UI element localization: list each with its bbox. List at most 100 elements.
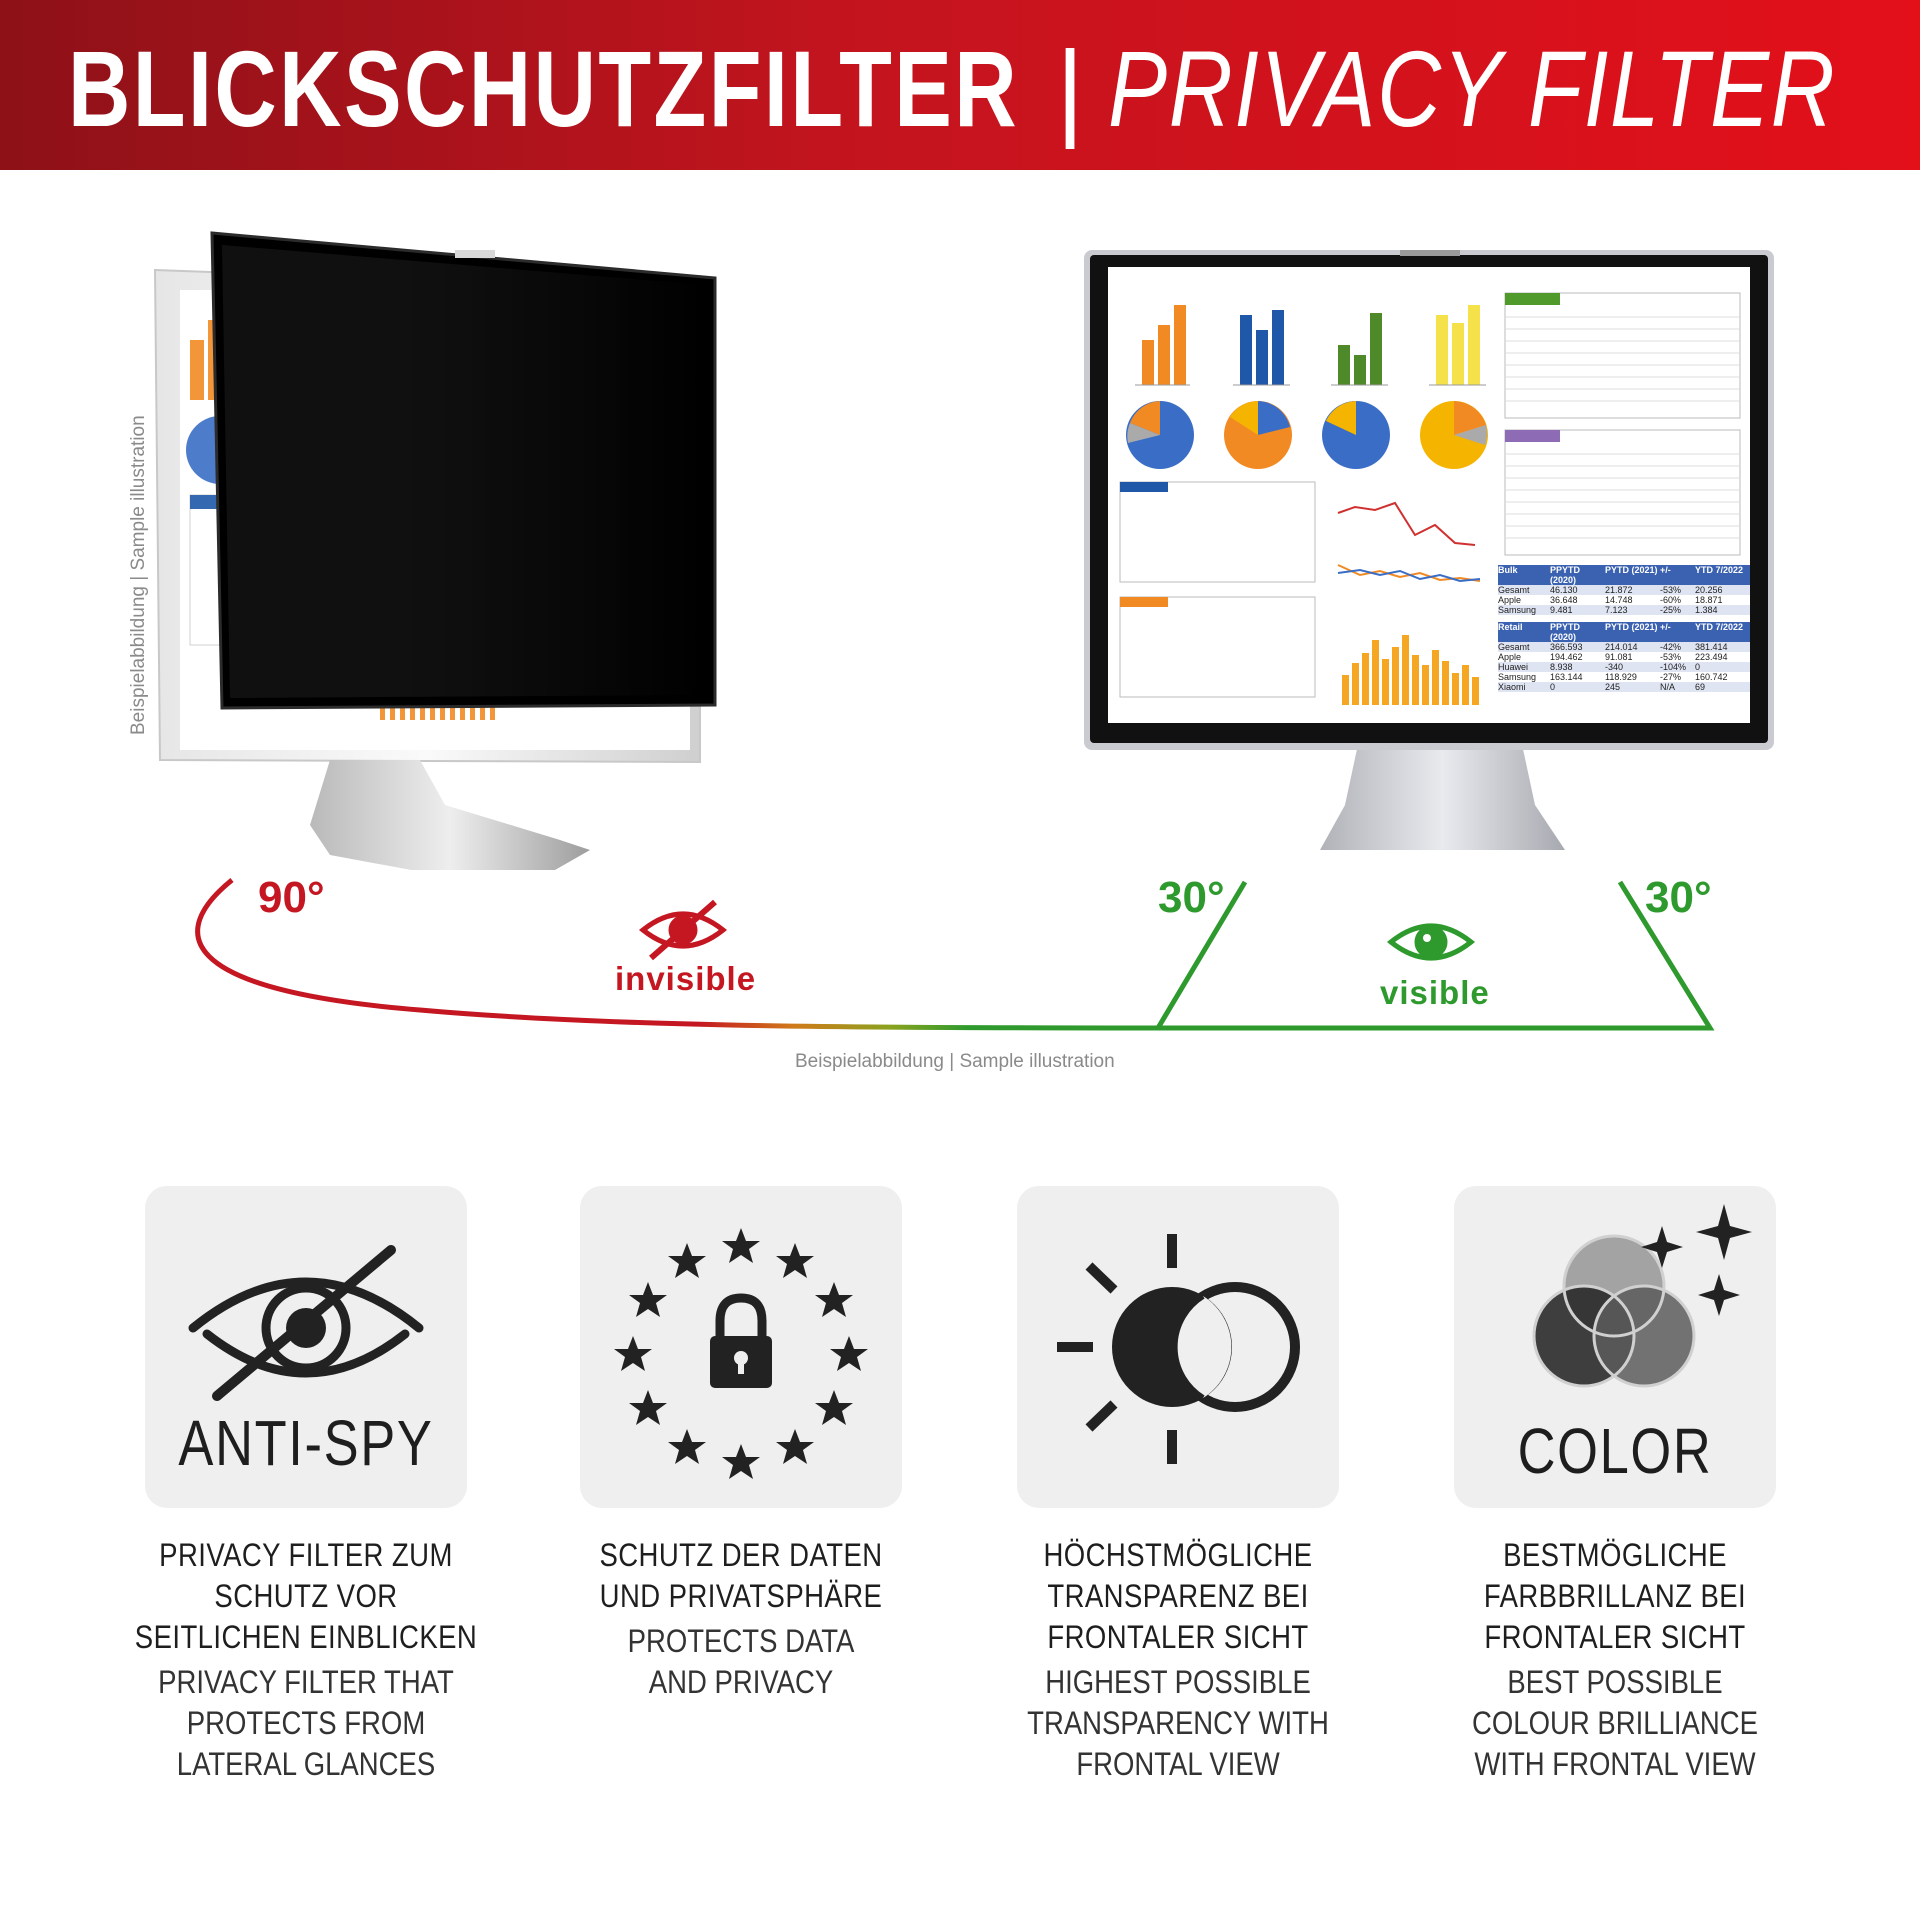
feature-description-color: BESTMÖGLICHE FARBBRILLANZ BEI FRONTALER … [1395,1535,1835,1785]
screen-tables-right [1504,292,1741,556]
description-line: BESTMÖGLICHE [1503,1537,1727,1573]
description-line: FRONTALER SICHT [1047,1619,1309,1655]
table-cell: 194.462 [1550,652,1583,662]
angle-30-right-label: 30° [1645,873,1712,922]
table-cell: 7.123 [1605,605,1628,615]
table-cell: 69 [1695,682,1706,692]
table-cell: 381.414 [1695,642,1728,652]
eye-crossed-icon [188,1245,424,1401]
description-german: SCHUTZ DER DATEN UND PRIVATSPHÄRE [552,1535,930,1617]
table-cell: -53% [1660,585,1682,595]
table-cell: Apple [1498,652,1522,662]
table-cell: PYTD (2021) [1605,622,1658,632]
table-cell: Samsung [1498,672,1537,682]
table-row: Xiaomi 0 245 N/A 69 [1498,682,1750,692]
table-cell: -53% [1660,652,1682,662]
color-circles-sparkle-icon [1532,1204,1752,1388]
eye-crossed-red-icon [638,899,728,961]
description-line: PROTECTS DATA [627,1623,855,1659]
description-line: WITH FRONTAL VIEW [1474,1746,1756,1782]
table-cell: Retail [1498,622,1523,632]
table-cell: YTD 7/2022 [1695,622,1744,632]
description-line: HIGHEST POSSIBLE [1045,1664,1311,1700]
table-cell: 21.872 [1605,585,1633,595]
side-caption: Beispielabbildung | Sample illustration [128,415,149,735]
table-cell: 9.481 [1550,605,1573,615]
table-cell: N/A [1660,682,1676,692]
sun-transparency-icon [1057,1234,1300,1464]
title-german: BLICKSCHUTZFILTER [68,28,1020,149]
feature-tile-anti-spy: ANTI-SPY [145,1186,467,1508]
retail-table-header: Retail PPYTD (2020) PYTD (2021) +/- YTD … [1498,622,1750,642]
title-separator: | [1056,28,1085,149]
description-english: BEST POSSIBLE COLOUR BRILLIANCE WITH FRO… [1426,1662,1804,1785]
table-cell: -27% [1660,672,1682,682]
table-row: Apple 36.648 14.748 -60% 18.871 [1498,595,1750,605]
visible-cone [1153,880,1715,1031]
description-german: HÖCHSTMÖGLICHE TRANSPARENZ BEI FRONTALER… [989,1535,1367,1658]
table-cell: 36.648 [1550,595,1578,605]
table-cell: 245 [1605,682,1621,692]
table-cell: PPYTD (2020) [1550,622,1581,642]
angle-90-label: 90° [258,873,325,922]
description-line: TRANSPARENZ BEI [1047,1578,1309,1614]
description-english: HIGHEST POSSIBLE TRANSPARENCY WITH FRONT… [989,1662,1367,1785]
angle-30-left-label: 30° [1158,873,1225,922]
description-line: PRIVACY FILTER ZUM [159,1537,453,1573]
description-line: SCHUTZ VOR [214,1578,398,1614]
monitor-body-right [1084,250,1774,850]
table-cell: Gesamt [1498,642,1530,652]
description-german: BESTMÖGLICHE FARBBRILLANZ BEI FRONTALER … [1426,1535,1804,1658]
description-line: FRONTAL VIEW [1076,1746,1280,1782]
table-cell: Gesamt [1498,585,1530,595]
monitor-body-left [153,231,717,870]
feature-description-anti-spy: PRIVACY FILTER ZUM SCHUTZ VOR SEITLICHEN… [86,1535,526,1785]
header-banner: BLICKSCHUTZFILTER | PRIVACY FILTER [0,0,1920,170]
table-row: Gesamt 46.130 21.872 -53% 20.256 [1498,585,1750,595]
tile-word-anti-spy: ANTI-SPY [178,1407,434,1479]
eu-stars-lock-icon [614,1228,868,1479]
table-cell: 366.593 [1550,642,1583,652]
screen-line-chart [1337,501,1481,583]
table-cell: 118.929 [1605,672,1637,682]
table-cell: Huawei [1498,662,1529,672]
table-cell: Samsung [1498,605,1537,615]
feature-tile-data-protection [580,1186,902,1508]
description-line: UND PRIVATSPHÄRE [599,1578,883,1614]
table-cell: PPYTD (2020) [1550,565,1581,585]
table-cell: 14.748 [1605,595,1633,605]
description-line: SCHUTZ DER DATEN [599,1537,883,1573]
center-caption: Beispielabbildung | Sample illustration [795,1051,1115,1072]
table-row: Apple 194.462 91.081 -53% 223.494 [1498,652,1750,662]
table-cell: 0 [1550,682,1556,692]
table-cell: 214.014 [1605,642,1638,652]
table-cell: 18.871 [1695,595,1723,605]
table-cell: +/- [1660,622,1671,632]
bulk-table-header: Bulk PPYTD (2020) PYTD (2021) +/- YTD 7/… [1498,565,1750,585]
viewing-angle-diagram [195,878,1715,1031]
table-row: Gesamt 366.593 214.014 -42% 381.414 [1498,642,1750,652]
retail-table: Retail PPYTD (2020) PYTD (2021) +/- YTD … [1498,622,1750,692]
table-row: Huawei 8.938 -340 -104% 0 [1498,662,1750,672]
description-line: BEST POSSIBLE [1507,1664,1723,1700]
table-cell: PYTD (2021) [1605,565,1658,575]
description-line: FRONTALER SICHT [1484,1619,1746,1655]
screen-bar-charts [1135,305,1486,386]
table-cell: 1.384 [1695,605,1718,615]
monitor-with-filter: Beispielabbildung | Sample illustration [0,230,720,870]
table-cell: 0 [1695,662,1701,672]
title-english: PRIVACY FILTER [1108,28,1837,149]
table-cell: Xiaomi [1498,682,1526,692]
description-line: PRIVACY FILTER THAT [158,1664,454,1700]
table-cell: -42% [1660,642,1682,652]
description-line: SEITLICHEN EINBLICKEN [134,1619,478,1655]
table-cell: -60% [1660,595,1682,605]
table-cell: YTD 7/2022 [1695,565,1744,575]
description-line: AND PRIVACY [648,1664,834,1700]
screen-histogram [1342,635,1479,705]
monitor-front-view: Bulk PPYTD (2020) PYTD (2021) +/- YTD 7/… [1080,245,1780,865]
description-line: PROTECTS FROM [186,1705,426,1741]
visible-label: visible [1380,974,1490,1011]
table-cell: -25% [1660,605,1682,615]
table-cell: 46.130 [1550,585,1578,595]
